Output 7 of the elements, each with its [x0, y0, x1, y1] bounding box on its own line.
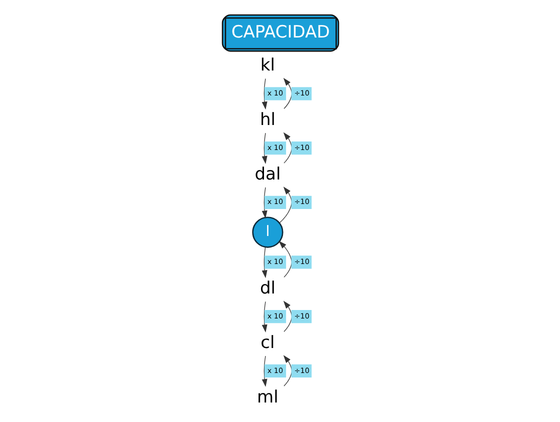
node-text: ml [256, 387, 278, 408]
node-text: hl [259, 110, 275, 130]
node-text: dl [259, 278, 275, 299]
node-text: dal [254, 164, 280, 184]
node-text: kl [260, 56, 275, 76]
node-text: cl [260, 332, 274, 353]
diagram-title: CAPACIDAD [230, 22, 330, 42]
